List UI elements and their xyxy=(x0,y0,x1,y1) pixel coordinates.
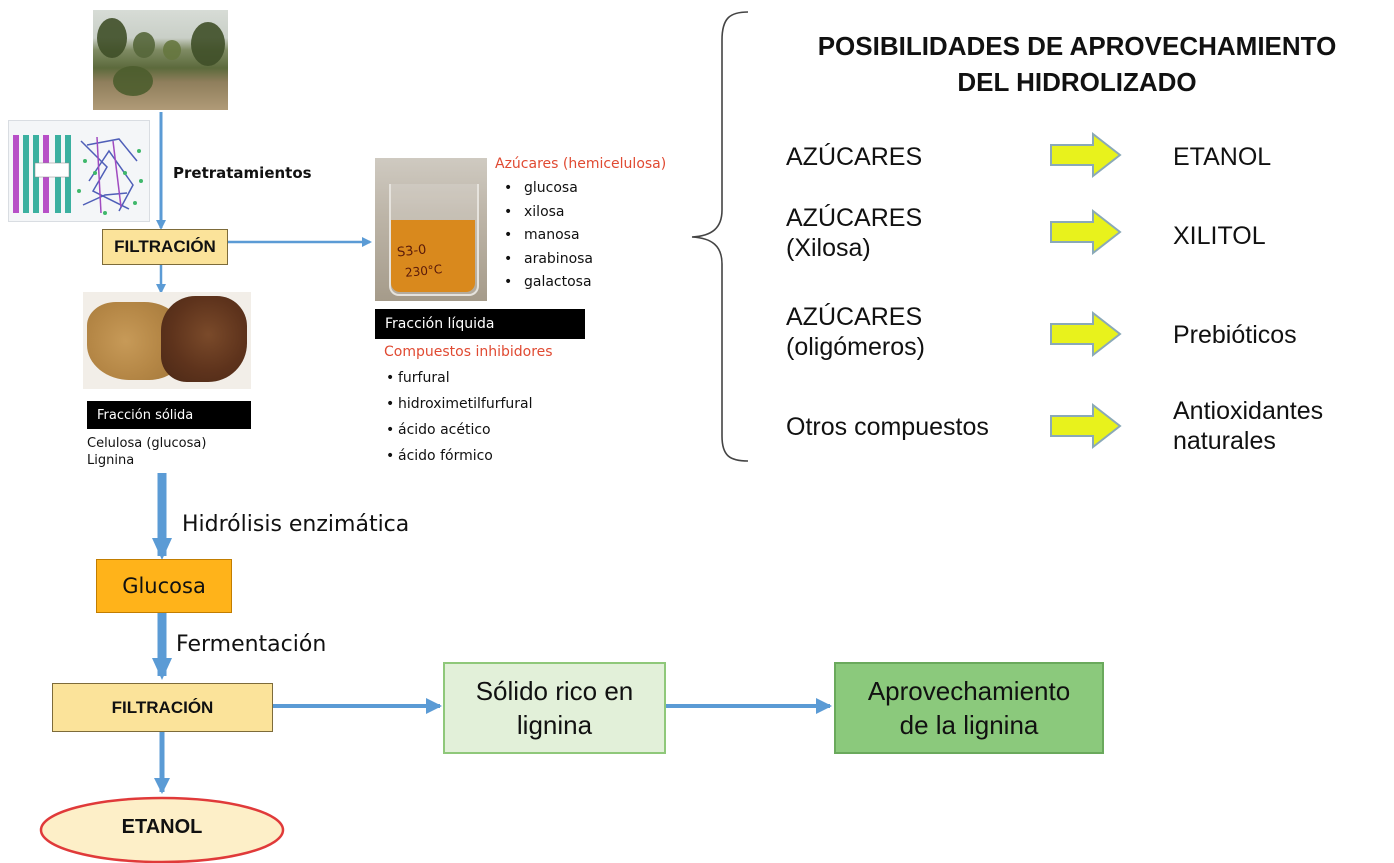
option-4-right-line-2: naturales xyxy=(1173,427,1276,455)
list-item: arabinosa xyxy=(498,248,593,272)
option-1-left-line-1: AZÚCARES xyxy=(786,143,923,171)
option-2-left-line-1: AZÚCARES xyxy=(786,204,923,232)
hidrolisis-label: Hidrólisis enzimática xyxy=(182,512,410,537)
pretratamientos-label: Pretratamientos xyxy=(173,164,312,182)
yellow-arrow-3 xyxy=(1050,310,1122,358)
yellow-arrow-2 xyxy=(1050,208,1122,256)
fraccion-liquida-bar: Fracción líquida xyxy=(375,309,585,339)
posibilidades-heading: POSIBILIDADES DE APROVECHAMIENTO DEL HID… xyxy=(762,28,1392,100)
solido-rico-box: Sólido rico en lignina xyxy=(443,662,666,754)
compuestos-list: furfural hidroximetilfurfural ácido acét… xyxy=(384,365,533,469)
compuestos-title: Compuestos inhibidores xyxy=(384,344,553,360)
list-item: ácido acético xyxy=(384,417,533,443)
filtracion-bottom-label: FILTRACIÓN xyxy=(111,697,214,717)
option-3-left-line-1: AZÚCARES xyxy=(786,303,923,331)
option-2-right: XILITOL xyxy=(1173,222,1266,250)
curly-brace xyxy=(691,11,749,462)
yellow-arrow-1 xyxy=(1050,131,1122,179)
glucosa-label: Glucosa xyxy=(122,574,206,598)
heading-line-1: POSIBILIDADES DE APROVECHAMIENTO xyxy=(817,31,1337,61)
fraccion-solida-label: Fracción sólida xyxy=(97,407,194,423)
list-item: glucosa xyxy=(498,177,593,201)
filtracion-box-bottom: FILTRACIÓN xyxy=(52,683,273,732)
etanol-ellipse xyxy=(39,796,285,863)
option-2-left-line-2: (Xilosa) xyxy=(786,234,871,262)
azucares-list: glucosa xilosa manosa arabinosa galactos… xyxy=(498,177,593,295)
filtracion-top-label: FILTRACIÓN xyxy=(114,237,216,256)
option-2-left: AZÚCARES (Xilosa) xyxy=(786,203,922,263)
solido-rico-line-2: lignina xyxy=(516,710,593,740)
option-1-left: AZÚCARES xyxy=(786,142,922,172)
list-item: furfural xyxy=(384,365,533,391)
yellow-arrow-4 xyxy=(1050,402,1122,450)
aprovechamiento-line-1: Aprovechamiento xyxy=(867,676,1071,706)
aprovechamiento-line-2: de la lignina xyxy=(899,710,1039,740)
option-3-left-line-2: (oligómeros) xyxy=(786,333,925,361)
solido-rico-line-1: Sólido rico en xyxy=(475,676,634,706)
list-item: manosa xyxy=(498,224,593,248)
fraccion-liquida-label: Fracción líquida xyxy=(385,316,495,332)
option-1-right: ETANOL xyxy=(1173,143,1272,171)
beaker-photo: S3-0 230°C xyxy=(375,158,487,301)
option-4-left: Otros compuestos xyxy=(786,413,989,441)
lignocellulose-structure-diagram xyxy=(8,120,150,222)
azucares-title: Azúcares (hemicelulosa) xyxy=(495,156,667,172)
etanol-label: ETANOL xyxy=(121,816,203,838)
solid-fraction-photo xyxy=(83,292,251,389)
fermentacion-label: Fermentación xyxy=(176,632,327,657)
list-item: xilosa xyxy=(498,201,593,225)
heading-line-2: DEL HIDROLIZADO xyxy=(957,67,1197,97)
beaker-label-1: S3-0 xyxy=(396,242,428,261)
solida-line-2: Lignina xyxy=(87,453,135,468)
olive-field-photo xyxy=(93,10,228,110)
option-3-left: AZÚCARES (oligómeros) xyxy=(786,302,925,362)
option-4-right: Antioxidantes naturales xyxy=(1173,396,1323,456)
list-item: hidroximetilfurfural xyxy=(384,391,533,417)
fraccion-solida-bar: Fracción sólida xyxy=(87,401,251,429)
structure-illustration xyxy=(13,135,143,215)
filtracion-box-top: FILTRACIÓN xyxy=(102,229,228,265)
option-4-right-line-1: Antioxidantes xyxy=(1173,397,1324,425)
list-item: galactosa xyxy=(498,271,593,295)
glucosa-box: Glucosa xyxy=(96,559,232,613)
option-3-right: Prebióticos xyxy=(1173,321,1297,349)
solida-line-1: Celulosa (glucosa) xyxy=(87,436,207,451)
aprovechamiento-box: Aprovechamiento de la lignina xyxy=(834,662,1104,754)
list-item: ácido fórmico xyxy=(384,443,533,469)
